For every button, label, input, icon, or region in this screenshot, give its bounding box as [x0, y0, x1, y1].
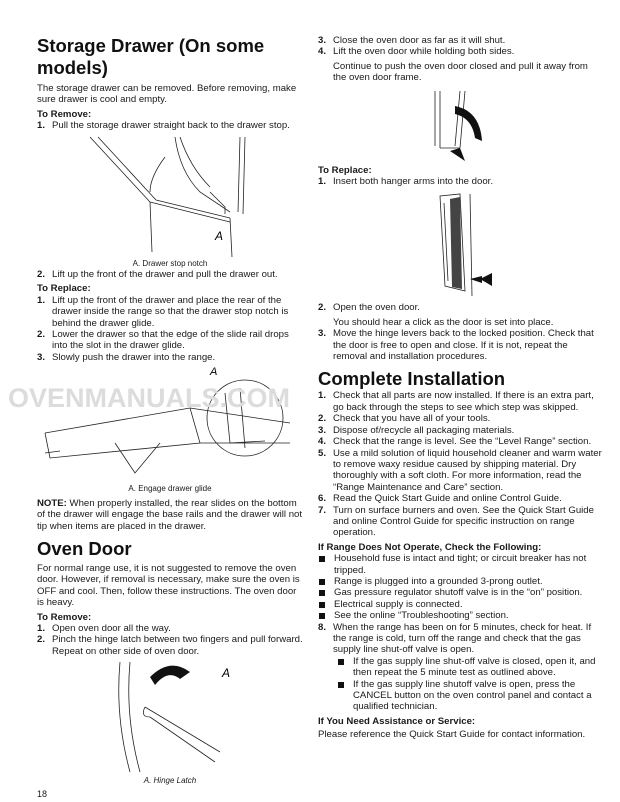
storage-drawer-heading: Storage Drawer (On some models) [37, 35, 265, 78]
fig2-caption: A. Engage drawer glide [128, 484, 212, 494]
page-number: 18 [37, 789, 48, 799]
storage-intro: The storage drawer can be removed. Befor… [37, 83, 297, 106]
storage-note: NOTE: When properly installed, the rear … [37, 497, 303, 532]
storage-remove-step: 1.Pull the storage drawer straight back … [37, 120, 290, 132]
list-item: 2.Open the oven door.You should hear a c… [318, 302, 602, 328]
hinge-latch-illustration: A [118, 662, 230, 773]
step8-bullets: If the gas supply line shut-off valve is… [337, 656, 602, 713]
oven-door-replace-heading: To Replace: [318, 164, 372, 176]
list-item: 5.Use a mild solution of liquid househol… [318, 447, 602, 493]
list-item: Electrical supply is connected. [318, 599, 602, 610]
list-item: Range is plugged into a grounded 3-prong… [318, 576, 602, 587]
list-item: See the online “Troubleshooting” section… [318, 610, 602, 621]
list-item: If the gas supply line shut-off valve is… [337, 656, 602, 679]
list-item: 1.Lift up the front of the drawer and pl… [37, 294, 289, 329]
list-item: 3.Move the hinge levers back to the lock… [318, 328, 594, 363]
hinge-fig-label: A [221, 666, 230, 680]
list-item: 6.Read the Quick Start Guide and online … [318, 493, 562, 505]
list-item: 2.Check that you have all of your tools. [318, 413, 491, 425]
left-column: Storage Drawer (On some models) The stor… [37, 35, 303, 787]
oven-door-remove-steps: 1.Open oven door all the way. 2.Pinch th… [37, 623, 303, 657]
hanger-arms-illustration [439, 193, 492, 297]
fig1-caption: A. Drawer stop notch [132, 258, 208, 268]
storage-remove-step: 2.Lift up the front of the drawer and pu… [37, 269, 278, 281]
oven-door-intro: For normal range use, it is not suggeste… [37, 562, 300, 609]
watermark: OVENMANUALS.COM [8, 383, 290, 413]
list-item: 3.Slowly push the drawer into the range. [37, 351, 216, 363]
fig1-label: A [214, 229, 223, 243]
list-item: 3.Close the oven door as far as it will … [318, 35, 506, 46]
oven-door-remove-heading: To Remove: [37, 611, 92, 623]
storage-replace-heading: To Replace: [37, 283, 91, 295]
drawer-stop-illustration: A [89, 136, 246, 257]
list-item: 4.Check that the range is level. See the… [318, 436, 592, 448]
list-item: 1.Check that all parts are now installed… [318, 390, 594, 413]
list-item: 1.Insert both hanger arms into the door. [318, 176, 493, 188]
door-lift-illustration [434, 90, 482, 161]
list-item: 3.Dispose of/recycle all packaging mater… [318, 424, 515, 436]
list-item: 8.When the range has been on for 5 minut… [318, 622, 602, 713]
list-item: 4.Lift the oven door while holding both … [318, 46, 515, 58]
complete-installation-heading: Complete Installation [318, 368, 506, 390]
storage-replace-steps: 1.Lift up the front of the drawer and pl… [37, 295, 303, 363]
list-item: 2.Lower the drawer so that the edge of t… [37, 329, 289, 352]
check-list: Household fuse is intact and tight; or c… [318, 553, 602, 621]
right-column: 3.Close the oven door as far as it will … [318, 35, 602, 741]
oven-door-remove-steps-cont: 3.Close the oven door as far as it will … [318, 35, 602, 58]
continue-note: Continue to push the oven door closed an… [333, 60, 588, 84]
list-item: Gas pressure regulator shutoff valve is … [318, 587, 602, 598]
drawer-glide-illustration: A [44, 366, 291, 474]
fig2-label: A [209, 366, 217, 378]
list-item: 7.Turn on surface burners and oven. See … [318, 504, 594, 539]
storage-remove-heading: To Remove: [37, 108, 92, 120]
list-item: If the gas supply line shutoff valve is … [337, 679, 602, 713]
complete-steps: 1.Check that all parts are now installed… [318, 390, 602, 538]
list-item: Household fuse is intact and tight; or c… [318, 553, 602, 576]
not-operate-heading: If Range Does Not Operate, Check the Fol… [318, 541, 542, 553]
list-item: 1.Open oven door all the way. [37, 622, 171, 634]
oven-door-heading: Oven Door [37, 537, 132, 559]
hinge-fig-caption: A. Hinge Latch [143, 776, 197, 786]
oven-door-replace-steps: 2.Open the oven door.You should hear a c… [318, 302, 602, 362]
assist-heading: If You Need Assistance or Service: [318, 715, 476, 727]
assist-text: Please reference the Quick Start Guide f… [318, 729, 586, 741]
click-note: You should hear a click as the door is s… [333, 316, 554, 328]
list-item: 2.Pinch the hinge latch between two fing… [37, 634, 303, 657]
